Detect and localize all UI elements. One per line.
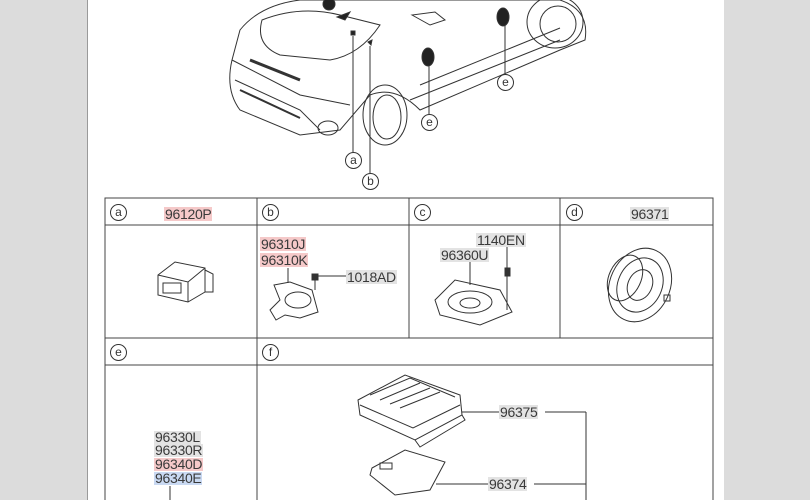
part-number-96371[interactable]: 96371 xyxy=(630,206,670,222)
part-number-1140EN[interactable]: 1140EN xyxy=(476,232,526,248)
cell-e-letter: e xyxy=(110,344,127,361)
part-number-96375[interactable]: 96375 xyxy=(499,404,539,420)
part-number-1018AD[interactable]: 1018AD xyxy=(346,269,397,285)
part-b-tweeter xyxy=(269,268,346,321)
document-page xyxy=(87,0,724,500)
part-number-96340D[interactable]: 96340D xyxy=(154,456,204,472)
cell-d-letter: d xyxy=(566,204,583,221)
part-f-amplifier xyxy=(357,374,587,500)
part-number-96310K[interactable]: 96310K xyxy=(260,252,309,268)
part-number-96330L[interactable]: 96330L xyxy=(154,429,201,445)
car-illustration xyxy=(229,0,587,173)
callout-e: e xyxy=(497,74,514,91)
cell-f-letter: f xyxy=(262,344,279,361)
part-a-connector xyxy=(157,261,214,303)
part-number-96310J[interactable]: 96310J xyxy=(260,236,307,252)
part-c-speaker xyxy=(434,247,513,326)
callout-a: a xyxy=(345,152,362,169)
part-number-96120P[interactable]: 96120P xyxy=(164,206,213,222)
cell-a-letter: a xyxy=(110,204,127,221)
cell-c-letter: c xyxy=(414,204,431,221)
part-number-96374[interactable]: 96374 xyxy=(488,476,528,492)
part-number-96340E[interactable]: 96340E xyxy=(154,470,203,486)
part-number-96330R[interactable]: 96330R xyxy=(154,442,204,458)
callout-e: e xyxy=(421,114,438,131)
callout-b: b xyxy=(362,173,379,190)
parts-table-grid xyxy=(104,197,714,500)
cell-b-letter: b xyxy=(262,204,279,221)
part-d-speaker xyxy=(606,247,673,323)
part-number-96360U[interactable]: 96360U xyxy=(440,247,490,263)
